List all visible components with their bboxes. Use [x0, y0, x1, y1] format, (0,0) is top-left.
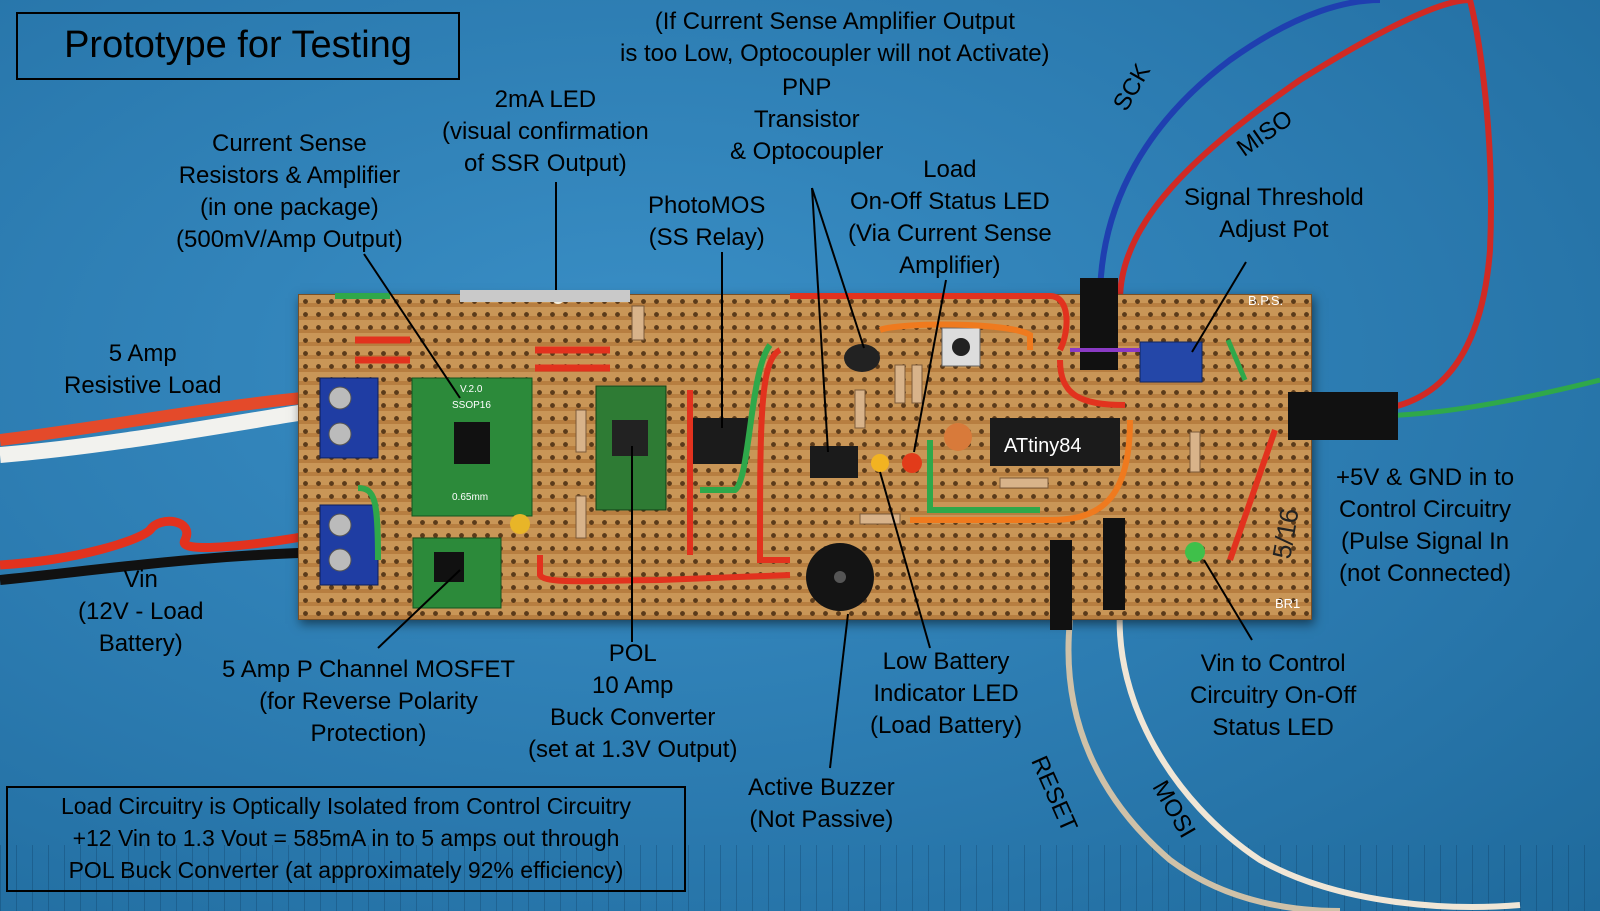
- note-line-1: Load Circuitry is Optically Isolated fro…: [60, 793, 632, 819]
- optocoupler-chip: [810, 446, 858, 478]
- photomos-label: PhotoMOS(SS Relay): [648, 192, 766, 251]
- isp-header-top: [1080, 278, 1118, 370]
- vin-black-wire: [0, 547, 331, 585]
- reset-wire: [1065, 619, 1341, 911]
- ssop-version-mark: V.2.0: [460, 384, 483, 395]
- photomos-relay-chip: [690, 418, 748, 464]
- load-red-wire: [0, 390, 331, 446]
- ceramic-capacitor: [944, 423, 972, 451]
- miso-wire: [1117, 0, 1471, 301]
- bottom-note-box: Load Circuitry is Optically Isolated fro…: [6, 786, 686, 892]
- resistor: [575, 409, 587, 453]
- ssop-name-mark: SSOP16: [452, 400, 491, 411]
- load-terminal-block: [319, 377, 379, 459]
- attiny84-label: ATtiny84: [1004, 435, 1081, 457]
- mosi-header: [1103, 518, 1125, 610]
- reset-header: [1050, 540, 1072, 630]
- callout-lines: [363, 182, 1253, 769]
- load-white-wire: [0, 400, 332, 463]
- attiny84-chip: [990, 418, 1120, 466]
- bps-mark: B.P.S.: [1248, 293, 1283, 308]
- load-status-led: [871, 454, 889, 472]
- vin-control-led: [1185, 542, 1205, 562]
- small-capacitor: [510, 514, 530, 534]
- mat-ruler-marks: [0, 845, 1600, 911]
- low-battery-led: [902, 453, 922, 473]
- threshold-pot: [1139, 341, 1203, 383]
- power-red-wire: [1329, 0, 1494, 415]
- power-header: [1288, 392, 1398, 440]
- mosi-wire: [1116, 609, 1521, 910]
- buzzer-label: Active Buzzer(Not Passive): [748, 774, 895, 833]
- br1-mark: BR1: [1275, 596, 1300, 611]
- ssop-pitch-mark: 0.65mm: [452, 492, 488, 503]
- date-mark: 5/16: [1266, 506, 1304, 561]
- pnp-transistor: [844, 344, 880, 372]
- sck-wire: [1097, 0, 1381, 301]
- note-line-2: +12 Vin to 1.3 Vout = 585mA in to 5 amps…: [72, 825, 620, 851]
- page-title: Prototype for Testing: [16, 12, 460, 80]
- vin-terminal-block: [319, 504, 379, 586]
- vin-red-wire: [0, 516, 331, 570]
- mosfet-label: 5 Amp P Channel MOSFET(for Reverse Polar…: [222, 656, 516, 747]
- current-sense-chip: [454, 422, 490, 464]
- mosfet-chip: [434, 552, 464, 582]
- note-line-3: POL Buck Converter (at approximately 92%…: [68, 857, 624, 883]
